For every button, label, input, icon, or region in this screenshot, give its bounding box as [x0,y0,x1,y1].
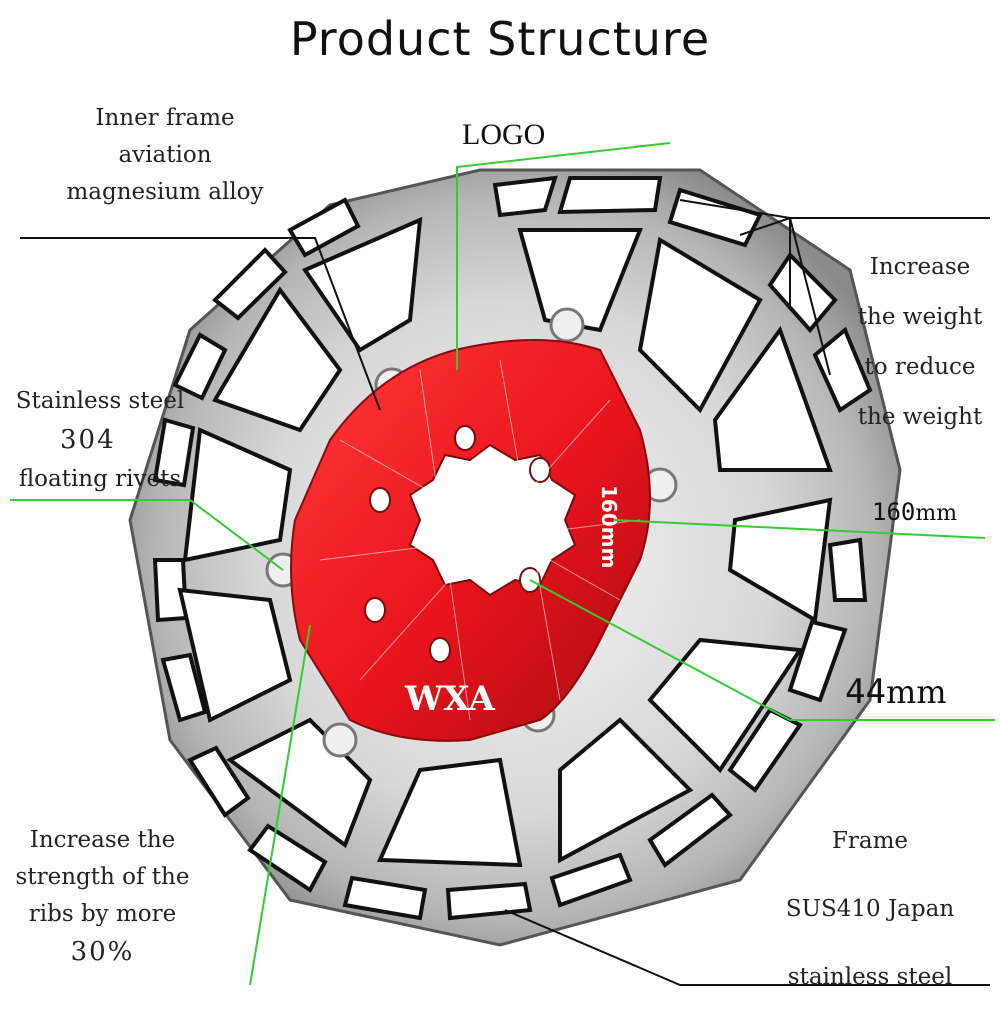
diameter-label: 160mm [872,498,957,526]
hub-value: 44 [845,672,886,712]
inner-frame-line: Inner frame [95,105,235,131]
rotor-web-cutouts [177,216,833,868]
leader-frame [504,909,990,986]
leader-inner-frame [20,237,381,411]
ribs-line: Increase the [29,827,176,853]
leader-160 [614,519,986,539]
rivets-label: Stainless steel 304 floating rivets [5,383,195,498]
logo-label: LOGO [462,118,546,151]
leader-logo [456,142,671,370]
leader-rivets [10,499,284,571]
frame-line: Frame [831,828,909,854]
rivets-line: Stainless steel [15,388,185,414]
rotor-slots [152,175,873,921]
weight-line: the weight [857,404,983,431]
inner-frame-line: magnesium alloy [66,178,264,205]
weight-line: to reduce [864,354,976,381]
weight-label: Increase the weight to reduce the weight [850,242,990,443]
ribs-line: ribs by more [28,900,177,927]
frame-label: Frame SUS410 Japan stainless steel [770,808,970,1012]
diameter-value: 160 [872,498,916,526]
ribs-line: strength of the [15,863,190,890]
weight-line: the weight [857,304,983,331]
inner-frame-line: aviation [118,141,212,168]
rivets-line: floating rivets [18,466,182,493]
page-title: Product Structure [289,12,711,66]
leader-lines [10,142,995,986]
rivets-grade: 304 [60,424,116,455]
hub-unit: mm [885,673,947,711]
ribs-label: Increase the strength of the ribs by mor… [5,822,200,974]
hub-label: 44mm [845,672,947,712]
rotor-size-mark: 160mm [597,485,621,568]
frame-line: SUS410 Japan [785,895,955,922]
diameter-unit: mm [915,501,958,526]
carrier-bolt-holes [364,425,551,663]
inner-frame-label: Inner frame aviation magnesium alloy [35,100,295,210]
ribs-percent: 30% [70,937,135,968]
carrier-texture [319,359,641,721]
frame-line: stainless steel [787,963,953,990]
brand-logo: WXA [404,679,495,719]
leader-ribs [249,624,311,986]
leader-44 [529,579,995,721]
weight-line: Increase [869,254,971,280]
